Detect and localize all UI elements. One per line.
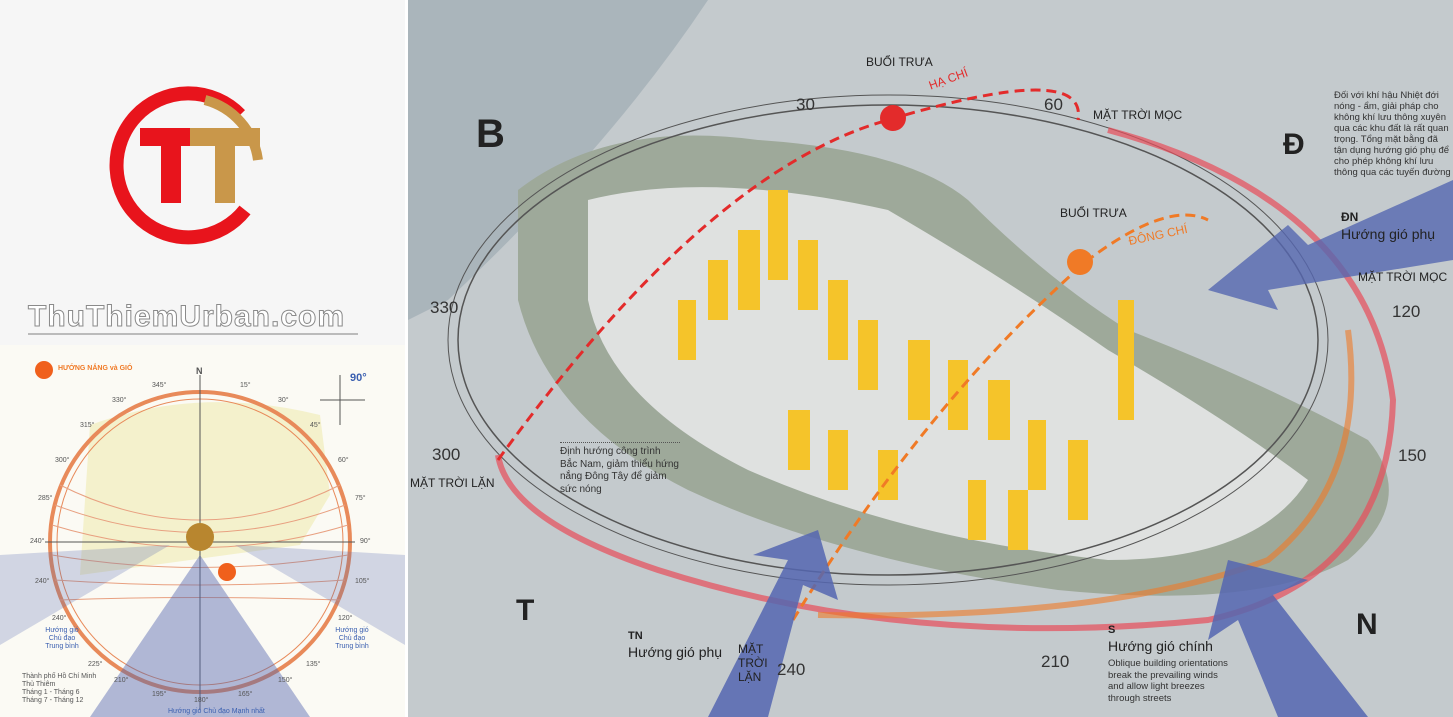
- wind-dn-code: ĐN: [1341, 210, 1359, 224]
- deg-label: 150°: [278, 677, 293, 684]
- degree-330: 330: [430, 298, 459, 317]
- degree-60: 60: [1044, 95, 1063, 114]
- deg-label: 210°: [114, 677, 129, 684]
- deg-label: 240°: [35, 578, 50, 585]
- deg-label: 165°: [238, 691, 253, 698]
- deg-label: 330°: [112, 397, 127, 404]
- deg-label: 315°: [80, 422, 95, 429]
- degree-30: 30: [796, 95, 815, 114]
- north-label: N: [196, 366, 203, 376]
- legend-item: Tháng 1 - Tháng 6: [22, 689, 80, 696]
- degree-240: 240: [777, 660, 806, 679]
- direction-east: Đ: [1283, 128, 1305, 161]
- sunrise-right-label: MẶT TRỜI MỌC: [1358, 270, 1448, 284]
- sunset-bottom-label: MẶT TRỜI LẶN: [738, 642, 768, 684]
- deg-label: 195°: [152, 691, 167, 698]
- legend-item: Tháng 7 - Tháng 12: [22, 697, 84, 704]
- direction-west: B: [476, 112, 505, 156]
- degree-150: 150: [1398, 446, 1427, 465]
- wind-s-code: S: [1108, 624, 1116, 636]
- sun-path-graphic: [0, 361, 405, 717]
- logo-panel: ThuThiemUrban.com: [0, 0, 405, 345]
- deg-label: 225°: [88, 661, 103, 668]
- sunrise-top-label: MẶT TRỜI MỌC: [1093, 108, 1183, 122]
- wind-left-label: Hướng gió Chủ đạo Trung bình: [45, 627, 79, 650]
- deg-label: 30°: [278, 397, 289, 404]
- deg-label: 120°: [338, 615, 353, 622]
- degree-210: 210: [1041, 652, 1070, 671]
- wind-dn-label: Hướng gió phụ: [1341, 226, 1436, 242]
- legend-item: Thủ Thiêm: [22, 681, 56, 688]
- thuthiem-logo: [109, 86, 263, 245]
- deg-label: 240°: [52, 615, 67, 622]
- site-climate-diagram: BUỔI TRƯA HẠ CHÍ BUỔI TRƯA ĐÔNG CHÍ MẶT …: [408, 0, 1453, 717]
- noon-summer-label: BUỔI TRƯA: [866, 55, 933, 69]
- brand-underline: [28, 333, 358, 335]
- legend: Thành phố Hồ Chí Minh Thủ Thiêm Tháng 1 …: [22, 673, 96, 705]
- deg-label: 180°: [194, 697, 209, 704]
- direction-south-west: T: [516, 594, 535, 627]
- deg-label: 345°: [152, 382, 167, 389]
- wind-tn-code: TN: [628, 630, 643, 642]
- noon-winter-label: BUỔI TRƯA: [1060, 206, 1127, 220]
- deg-label: 105°: [355, 578, 370, 585]
- sunset-left-label: MẶT TRỜI LẶN: [410, 476, 495, 490]
- deg-label: 285°: [38, 495, 53, 502]
- site-graphic: [408, 0, 1453, 717]
- orientation-note: Định hướng công trình Bắc Nam, giảm thiể…: [560, 442, 680, 496]
- direction-south: N: [1356, 608, 1378, 641]
- deg-label: 60°: [338, 457, 349, 464]
- deg-label: 75°: [355, 495, 366, 502]
- deg-label: 90°: [360, 538, 371, 545]
- deg-label: 135°: [306, 661, 321, 668]
- wind-s-note: Oblique building orientations break the …: [1108, 658, 1228, 704]
- brand-name: ThuThiemUrban.com: [27, 300, 346, 334]
- degree-120: 120: [1392, 302, 1421, 321]
- legend-item: Thành phố Hồ Chí Minh: [22, 673, 97, 680]
- deg-label: 300°: [55, 457, 70, 464]
- chart-title: HƯỚNG NẮNG và GIÓ: [58, 365, 133, 372]
- angle-badge: 90°: [350, 372, 367, 384]
- wind-tn-label: Hướng gió phụ: [628, 644, 723, 660]
- wind-s-label: Hướng gió chính: [1108, 638, 1213, 654]
- deg-label: 45°: [310, 422, 321, 429]
- degree-300: 300: [432, 445, 461, 464]
- deg-label: 15°: [240, 382, 251, 389]
- wind-bottom-label: Hướng gió Chủ đạo Mạnh nhất: [168, 708, 265, 715]
- deg-label: 240°: [30, 538, 45, 545]
- sun-wind-chart: HƯỚNG NẮNG và GIÓ N 90° 345° 15° 330° 30…: [0, 345, 405, 717]
- climate-note: Đối với khí hậu Nhiệt đới nóng - ẩm, giả…: [1334, 90, 1451, 178]
- wind-right-label: Hướng gió Chủ đạo Trung bình: [335, 627, 369, 650]
